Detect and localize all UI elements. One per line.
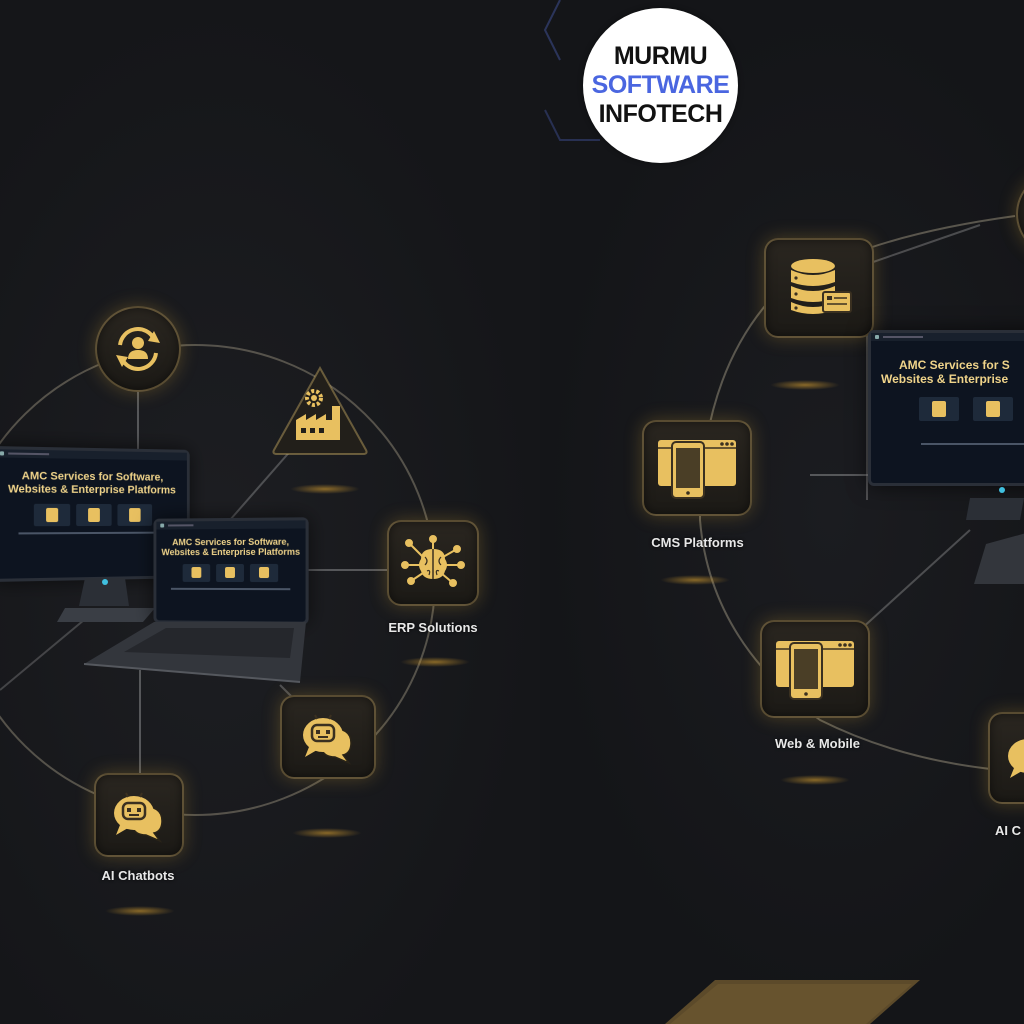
footer-line [921, 442, 1024, 445]
service-cards [871, 396, 1024, 421]
robot-chat-icon [1008, 739, 1024, 778]
node-ai-chat-partial[interactable] [988, 712, 1024, 804]
robot-chat-icon [303, 714, 352, 765]
glow [780, 775, 850, 785]
node-user-sync[interactable] [95, 306, 181, 392]
node-label-erp: ERP Solutions [388, 620, 478, 635]
node-label-ai-chatbots: AI Chatbots [101, 868, 175, 883]
footer-line [170, 587, 291, 590]
monitor-stand [57, 578, 155, 622]
node-label-web-mobile: Web & Mobile [775, 736, 860, 751]
laptop-keyboard-base [84, 622, 306, 683]
web-mobile-icon [658, 440, 736, 499]
user-sync-icon [116, 327, 160, 371]
glow [105, 906, 175, 916]
service-card [216, 563, 244, 582]
service-card [117, 504, 153, 527]
web-mobile-icon [776, 641, 854, 700]
logo-line-2: SOFTWARE [591, 71, 730, 99]
glow [660, 575, 730, 585]
laptop-screen: AMC Services for Software, Websites & En… [153, 517, 309, 625]
node-chatbot[interactable] [280, 695, 376, 779]
brand-logo: MURMU SOFTWARE INFOTECH [583, 8, 738, 163]
service-card [973, 396, 1013, 421]
node-ai-chatbots[interactable] [94, 773, 184, 857]
browser-tabbar [156, 520, 306, 530]
service-cards [156, 563, 305, 582]
logo-line-3: INFOTECH [598, 100, 723, 128]
desktop-monitor-right: AMC Services for S Websites & Enterprise [868, 330, 1024, 486]
service-card [33, 504, 71, 527]
monitor-stand [966, 487, 1024, 584]
hexagon-decor [543, 0, 1016, 1024]
robot-chat-icon [114, 792, 163, 843]
ai-brain-icon [401, 535, 465, 587]
database-card-icon [791, 259, 852, 314]
left-panel: ERP Solutions AI Chatbots [0, 0, 540, 1024]
browser-tabbar [0, 449, 187, 461]
monitor-screen-title: AMC Services for S Websites & Enterprise [881, 358, 1010, 386]
node-label-ai-chat: AI C [995, 823, 1021, 838]
logo-line-1: MURMU [613, 42, 708, 70]
laptop-screen-title: AMC Services for Software, Websites & En… [161, 536, 301, 558]
node-database[interactable] [764, 238, 874, 338]
service-card [182, 563, 211, 582]
service-card [249, 563, 279, 582]
right-panel: CMS Platforms Web & Mobile AI C AMC [540, 0, 1024, 1024]
service-card [919, 396, 959, 421]
node-erp[interactable] [387, 520, 479, 606]
node-cms[interactable] [642, 420, 752, 516]
node-web-mobile[interactable] [760, 620, 870, 718]
glow [400, 657, 470, 667]
monitor-screen-title: AMC Services for Software, Websites & En… [7, 470, 176, 497]
factory-gear-icon [296, 389, 340, 440]
footer-line [18, 531, 167, 535]
glow [292, 828, 362, 838]
node-label-cms: CMS Platforms [651, 535, 744, 550]
glow [290, 484, 360, 494]
glow [770, 380, 840, 390]
node-factory[interactable] [268, 362, 372, 458]
browser-tabbar [871, 333, 1024, 341]
service-card [76, 504, 112, 527]
